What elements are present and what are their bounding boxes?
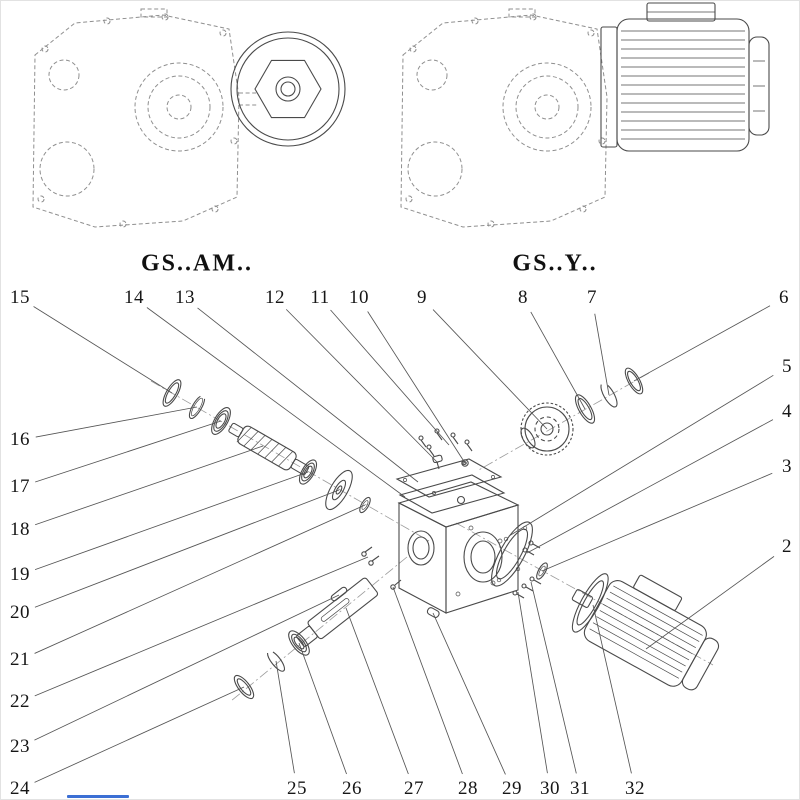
caption-gs-y: GS..Y.. [512, 250, 598, 277]
screws-30-31 [512, 576, 542, 599]
callout-8: 8 [518, 287, 528, 308]
key-23 [330, 586, 348, 602]
leader-line-25 [275, 660, 295, 774]
leader-line-2 [645, 556, 775, 650]
pin-29 [426, 607, 440, 619]
callout-28: 28 [458, 778, 478, 799]
callout-10: 10 [349, 287, 369, 308]
disc-washer-20 [325, 469, 353, 511]
callout-3: 3 [782, 456, 792, 477]
bottom-blue-mark [67, 795, 129, 798]
snap-ring-7 [600, 382, 618, 408]
callout-27: 27 [404, 778, 424, 799]
bearing-19 [298, 459, 318, 485]
washer-3 [536, 562, 548, 580]
motor-2 [571, 573, 720, 691]
leader-line-28 [392, 586, 463, 775]
bearing-26 [288, 630, 310, 656]
leader-line-12 [285, 309, 439, 464]
snap-ring-16 [188, 394, 206, 420]
worm-shaft-18 [228, 422, 310, 476]
leader-line-3 [541, 472, 773, 572]
motor-y [600, 2, 770, 152]
callout-5: 5 [782, 356, 792, 377]
callout-4: 4 [782, 401, 792, 422]
leader-line-4 [526, 419, 774, 554]
callout-21: 21 [10, 649, 30, 670]
leader-line-32 [592, 604, 632, 774]
leader-line-22 [34, 556, 369, 697]
callout-23: 23 [10, 736, 30, 757]
flange-bolts-4 [522, 540, 541, 556]
callout-7: 7 [587, 287, 597, 308]
leader-line-23 [34, 594, 340, 741]
leader-line-6 [633, 305, 771, 382]
leader-line-13 [197, 307, 419, 483]
bolts-22 [361, 546, 380, 566]
washer-24 [233, 674, 255, 700]
inspection-cover-13 [395, 458, 503, 498]
callout-26: 26 [342, 778, 362, 799]
cover-gasket-14 [398, 474, 506, 514]
overview-gearbox-y [400, 2, 770, 228]
leader-line-14 [146, 307, 406, 498]
callout-32: 32 [625, 778, 645, 799]
leader-line-7 [594, 313, 610, 396]
callout-11: 11 [310, 287, 330, 308]
callout-20: 20 [10, 602, 30, 623]
leader-lines [33, 305, 775, 783]
output-flange-5 [491, 521, 533, 587]
leader-line-24 [34, 686, 245, 783]
leader-line-29 [432, 612, 506, 775]
leader-line-9 [432, 309, 548, 430]
callout-12: 12 [265, 287, 285, 308]
callout-29: 29 [502, 778, 522, 799]
overview-gearbox-am [32, 8, 346, 228]
callout-30: 30 [540, 778, 560, 799]
bearing-17 [211, 407, 231, 435]
gear-housing [397, 481, 520, 614]
callout-19: 19 [10, 564, 30, 585]
callout-9: 9 [417, 287, 427, 308]
leader-line-27 [345, 607, 409, 775]
callout-6: 6 [779, 287, 789, 308]
leader-line-11 [330, 309, 450, 446]
leader-line-19 [34, 471, 309, 571]
centerlines [150, 372, 714, 702]
flange-am [230, 31, 346, 147]
callout-15: 15 [10, 287, 30, 308]
callout-31: 31 [570, 778, 590, 799]
ring-21 [359, 496, 371, 514]
leader-line-18 [34, 445, 264, 526]
leader-line-8 [530, 311, 586, 410]
leader-line-26 [298, 642, 347, 775]
cover-screws-11 [418, 428, 473, 457]
leader-line-30 [517, 591, 548, 774]
screw-28 [390, 579, 402, 590]
helical-gear-9 [520, 402, 574, 456]
caption-gs-am: GS..AM.. [141, 250, 253, 277]
leader-line-5 [508, 374, 774, 537]
callout-2: 2 [782, 536, 792, 557]
leader-line-21 [34, 504, 366, 654]
leader-line-15 [33, 306, 173, 394]
leader-line-10 [367, 311, 466, 464]
callout-22: 22 [10, 691, 30, 712]
callout-25: 25 [287, 778, 307, 799]
callout-14: 14 [124, 287, 144, 308]
leader-line-20 [34, 489, 340, 608]
leader-line-16 [35, 406, 198, 438]
callout-13: 13 [175, 287, 195, 308]
leader-line-31 [530, 581, 577, 774]
snap-ring-25 [266, 650, 286, 672]
callout-16: 16 [10, 429, 30, 450]
leader-line-17 [35, 420, 222, 483]
callout-24: 24 [10, 778, 30, 799]
callout-18: 18 [10, 519, 30, 540]
callout-17: 17 [10, 476, 30, 497]
